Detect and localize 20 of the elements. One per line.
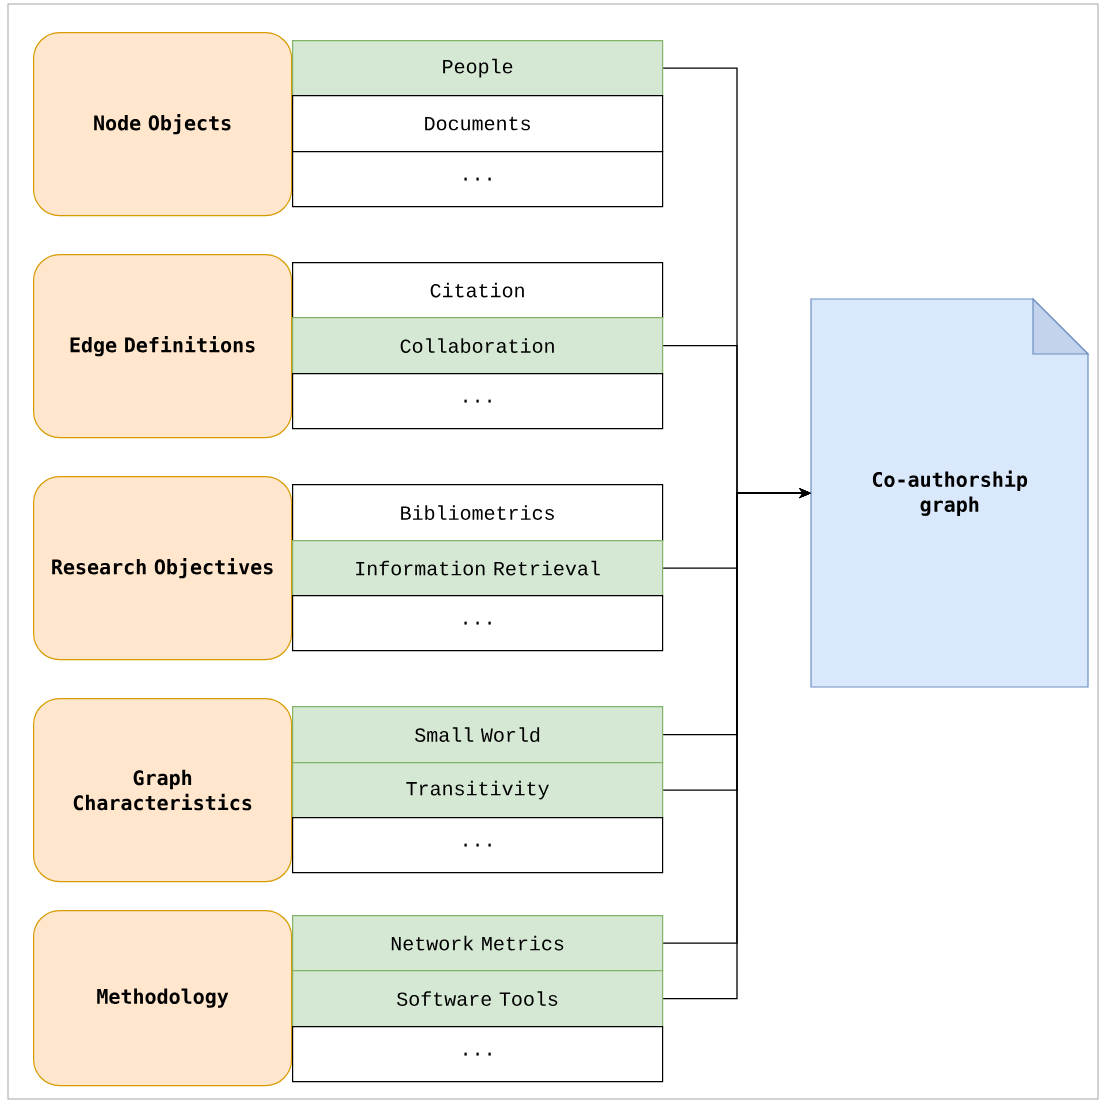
- highlighted-row-box: Collaboration: [292, 317, 664, 375]
- category-box: Edge Definitions: [33, 254, 293, 439]
- row-box: Documents: [292, 95, 664, 153]
- highlighted-row-box: Small World: [292, 706, 664, 764]
- row-box: Bibliometrics: [292, 484, 664, 542]
- highlighted-row-box: Information Retrieval: [292, 540, 664, 597]
- category-box: Methodology: [33, 910, 293, 1087]
- highlighted-row-box: Transitivity: [292, 762, 664, 819]
- category-box: Graph Characteristics: [33, 698, 293, 883]
- category-box: Research Objectives: [33, 476, 293, 661]
- highlighted-row-box: Network Metrics: [292, 915, 664, 972]
- category-box: Node Objects: [33, 32, 293, 217]
- row-box: ...: [292, 595, 664, 652]
- row-box: ...: [292, 1026, 664, 1083]
- row-box: Citation: [292, 262, 664, 319]
- row-box: ...: [292, 151, 664, 208]
- highlighted-row-box: People: [292, 40, 664, 97]
- row-box: ...: [292, 817, 664, 874]
- highlighted-row-box: Software Tools: [292, 970, 664, 1028]
- row-box: ...: [292, 373, 664, 430]
